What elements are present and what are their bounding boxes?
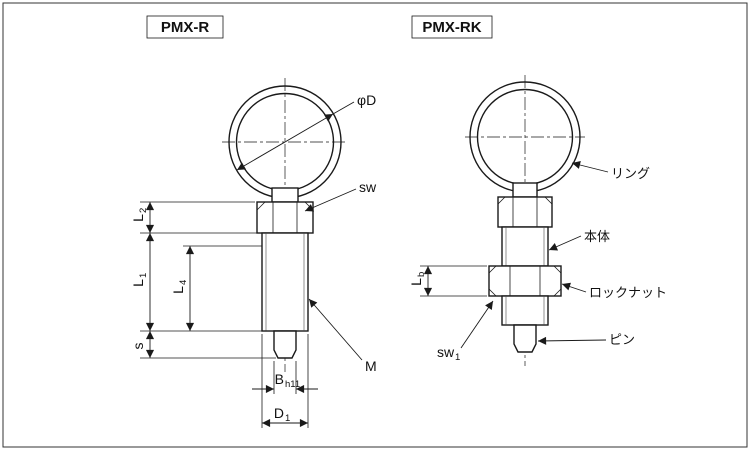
L1-label: L — [130, 279, 146, 287]
locknut-callout: ロックナット — [561, 282, 667, 300]
sw-label: sw — [359, 179, 377, 195]
body-callout: 本体 — [548, 229, 610, 251]
sw-leader: sw — [304, 179, 377, 212]
L4-dimension: L 4 — [170, 246, 195, 331]
B-label-sub: h11 — [285, 379, 300, 390]
nut-chamfer — [553, 265, 562, 274]
D1-label-sub: 1 — [285, 413, 290, 424]
ring-collar — [271, 187, 299, 203]
locknut-callout-label: ロックナット — [589, 285, 667, 300]
L2-dimension: L 2 — [130, 202, 155, 233]
m-leader-line — [308, 298, 363, 361]
L2-label-sub: 2 — [138, 208, 149, 213]
B-label: B — [275, 371, 284, 387]
pin-callout-label: ピン — [609, 332, 635, 347]
lock-nut-body — [488, 265, 562, 297]
upper-body — [501, 226, 549, 267]
sw1-label: sw — [437, 344, 455, 360]
sw1-leader-line — [460, 300, 494, 349]
L1-dimension: L 1 — [130, 233, 155, 331]
ring-callout-label: リング — [611, 166, 650, 181]
L4-label: L — [170, 286, 186, 294]
hex-chamfer — [256, 201, 266, 211]
lower-body — [501, 295, 549, 326]
hex-chamfer — [497, 196, 506, 205]
pmx-rk-title: PMX-RK — [422, 19, 481, 36]
pmx-rk-title-box: PMX-RK — [411, 15, 493, 39]
L2-label: L — [130, 214, 146, 222]
pmx-r-title-frame — [146, 15, 224, 39]
sw-leader-line — [304, 188, 357, 212]
threaded-body — [261, 232, 309, 332]
hex-chamfer — [544, 196, 553, 205]
pmx-r-title-box: PMX-R — [146, 15, 224, 39]
phiD-line — [236, 113, 334, 171]
plunger-pin — [273, 330, 297, 359]
nut-chamfer — [488, 265, 497, 274]
phiD-extension — [332, 101, 355, 115]
pmx-rk-figure: L b sw 1 リング 本体 ロックナット ピン — [408, 75, 667, 366]
sw1-leader: sw 1 — [437, 300, 494, 363]
hex-head — [497, 196, 553, 228]
s-label: s — [130, 343, 146, 350]
locknut-leader-line — [561, 282, 587, 293]
nut-chamfer — [553, 288, 562, 297]
pmx-r-title: PMX-R — [161, 19, 210, 36]
L1-label-sub: 1 — [138, 273, 149, 278]
ring-collar — [512, 182, 538, 198]
phiD-label: φD — [357, 92, 376, 108]
ring-callout: リング — [571, 161, 650, 181]
sw1-label-sub: 1 — [455, 352, 460, 363]
m-label: M — [365, 358, 377, 374]
plunger-pin — [513, 324, 537, 353]
body-outline — [501, 295, 549, 326]
s-dimension: s — [130, 331, 155, 358]
pin-leader-line — [537, 336, 607, 345]
pmx-r-figure: φD sw M L 2 L — [130, 78, 377, 428]
thread-outline — [261, 232, 309, 332]
L4-label-sub: 4 — [178, 280, 189, 285]
m-thread-leader: M — [308, 298, 377, 374]
pin-callout: ピン — [537, 332, 635, 347]
lock-nut — [488, 265, 562, 297]
Lb-label-sub: b — [416, 272, 427, 277]
phiD-dimension: φD — [236, 92, 376, 171]
hex-head-body — [256, 201, 314, 234]
body-outline — [501, 226, 549, 267]
B-dimension: B h11 — [252, 361, 318, 394]
hex-head-body — [497, 196, 553, 228]
nut-chamfer — [488, 288, 497, 297]
Lb-label: L — [408, 278, 424, 286]
hex-head — [256, 201, 314, 234]
Lb-dimension: L b — [408, 265, 487, 297]
body-leader-line — [548, 235, 582, 251]
D1-dimension: D 1 — [261, 334, 309, 428]
ring-leader-line — [571, 161, 609, 173]
body-callout-label: 本体 — [584, 229, 610, 244]
D1-label: D — [274, 405, 284, 421]
pmx-rk-title-frame — [411, 15, 493, 39]
